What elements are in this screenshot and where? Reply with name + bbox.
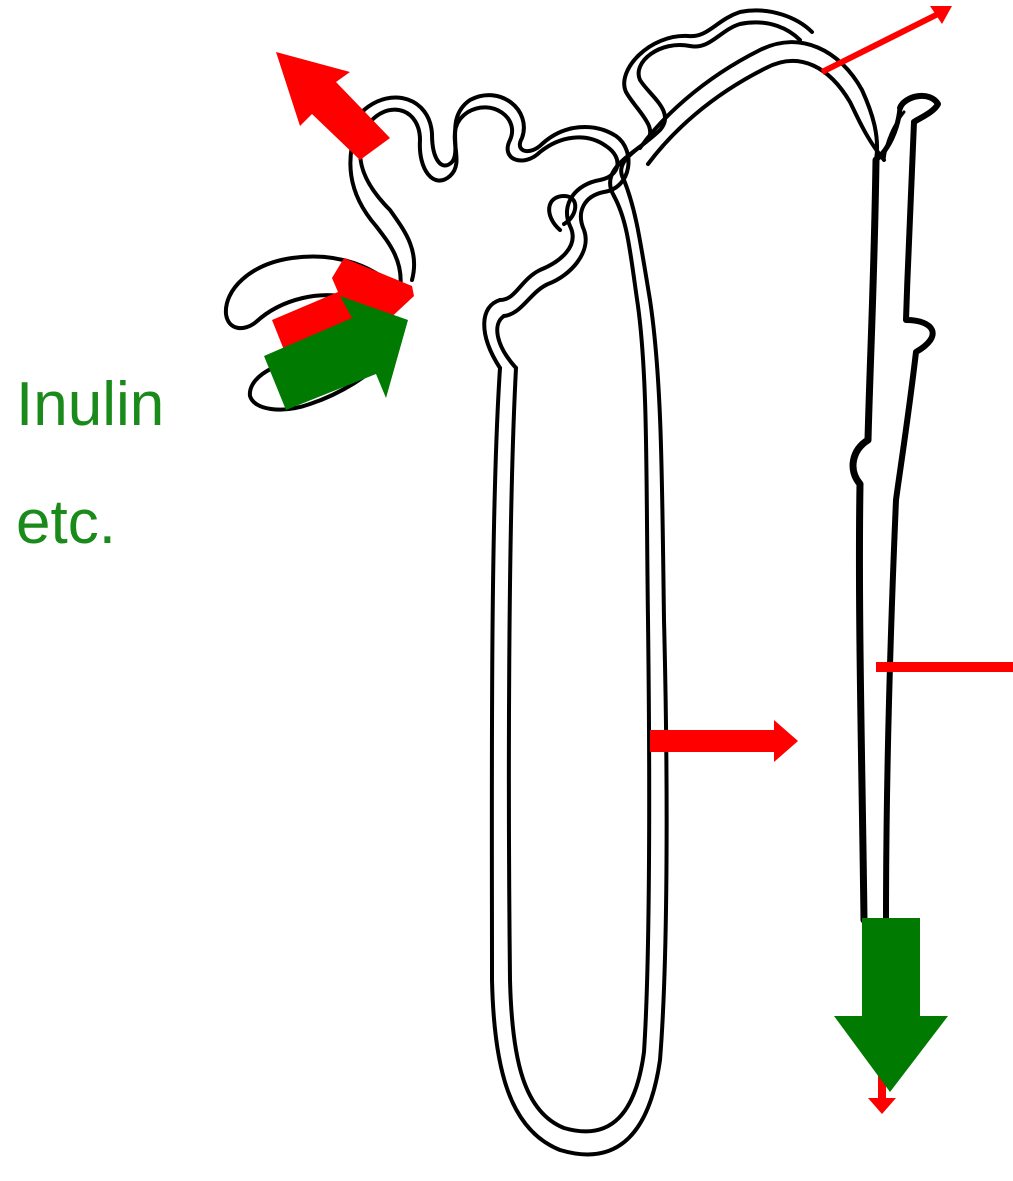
pct-descending-bend-inner [497,316,516,368]
arrow-urine-green-head [834,1016,948,1092]
loop-inner-wall [509,196,649,1131]
arrow-dct-line [822,14,938,72]
etc-label: etc. [16,492,116,554]
arrow-loop-shaft [650,730,776,752]
inulin-label: Inulin [16,374,164,436]
collecting-duct-left-wall [853,160,876,920]
collecting-duct-right-wall [886,122,933,920]
green-arrows [264,296,948,1092]
loop-of-henle [492,180,667,1154]
connecting-tubule-inner [648,61,884,164]
arrow-urine-red-head [868,1098,896,1114]
arrow-loop-head [774,720,798,762]
collecting-duct [853,96,938,920]
collecting-duct-top-cap [900,96,938,122]
arrow-urine-green-shaft [862,918,920,1020]
arrow-duct-side-shaft [876,662,1013,672]
